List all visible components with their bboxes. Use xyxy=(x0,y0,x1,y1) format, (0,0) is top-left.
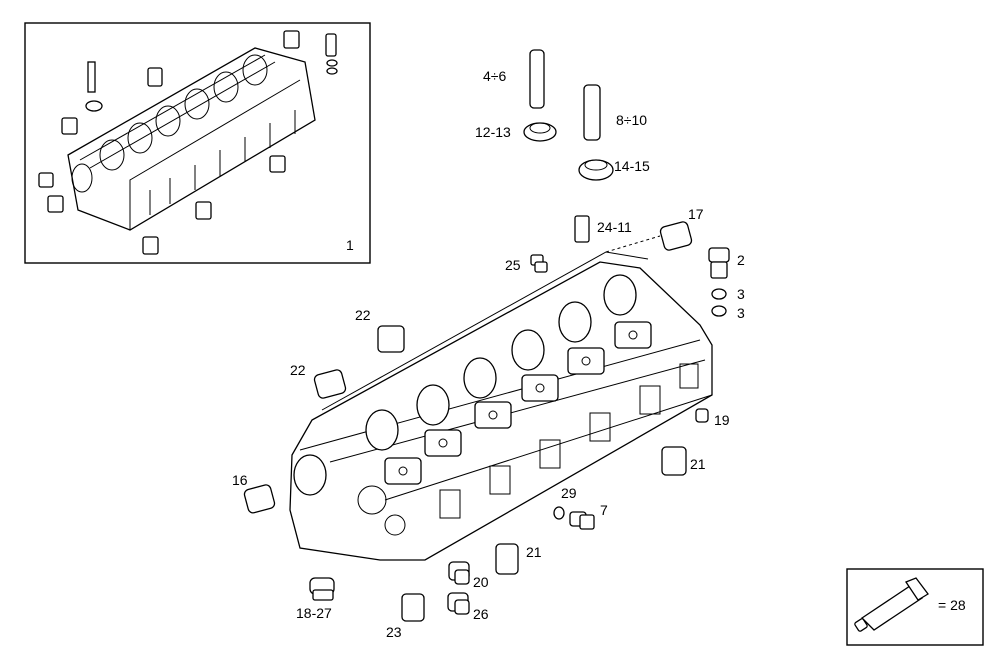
part-plug-26 xyxy=(447,592,470,615)
callout-7: 7 xyxy=(600,502,608,518)
callout-3b: 3 xyxy=(737,305,745,321)
part-bushing-22b xyxy=(313,369,347,399)
callout-26: 26 xyxy=(473,606,489,622)
callout-29: 29 xyxy=(561,485,577,501)
part-bushing-16 xyxy=(243,484,276,514)
part-bushing-21b xyxy=(495,543,519,575)
callout-3a: 3 xyxy=(737,286,745,302)
part-o-ring-b xyxy=(711,305,727,317)
sealant-tube-icon xyxy=(854,577,929,632)
injector-pads xyxy=(384,321,652,485)
callout-2: 2 xyxy=(737,252,745,268)
callout-22b: 22 xyxy=(290,362,306,378)
callout-4-6: 4÷6 xyxy=(483,68,506,84)
part-seat-ring-large xyxy=(578,159,614,181)
callout-21a: 21 xyxy=(690,456,706,472)
callout-labels: 4÷6 8÷10 12-13 14-15 24-11 17 25 2 3 3 2… xyxy=(232,68,745,640)
callout-17: 17 xyxy=(688,206,704,222)
callout-25: 25 xyxy=(505,257,521,273)
callout-16: 16 xyxy=(232,472,248,488)
part-plug-25 xyxy=(530,254,548,273)
part-nozzle-holder xyxy=(708,247,730,279)
part-washer-29 xyxy=(553,506,565,520)
callout-14-15: 14-15 xyxy=(614,158,650,174)
callout-21b: 21 xyxy=(526,544,542,560)
part-seat-ring-small xyxy=(523,122,557,142)
part-plug-20 xyxy=(448,561,470,585)
part-bushing-22a xyxy=(377,325,405,353)
callout-12-13: 12-13 xyxy=(475,124,511,140)
assembly-inset: 1 xyxy=(24,22,371,264)
inset-label: 1 xyxy=(346,237,354,253)
part-plug-18-27 xyxy=(309,577,335,601)
part-sleeve xyxy=(574,215,590,243)
callout-19: 19 xyxy=(714,412,730,428)
callout-22a: 22 xyxy=(355,307,371,323)
callout-8-10: 8÷10 xyxy=(616,112,647,128)
callout-24-11: 24-11 xyxy=(597,219,632,235)
callout-23: 23 xyxy=(386,624,402,640)
cylinder-head xyxy=(289,235,713,561)
part-o-ring-a xyxy=(711,288,727,300)
inset-cylinder-head xyxy=(67,47,316,231)
loose-parts xyxy=(243,49,730,622)
part-bushing-21a xyxy=(661,446,687,476)
sealant-legend-label: = 28 xyxy=(938,597,966,613)
part-guide-pin-long xyxy=(583,84,601,141)
part-guide-pin-short xyxy=(529,49,545,109)
part-plug-19 xyxy=(695,408,709,423)
side-ports xyxy=(439,363,699,519)
sealant-legend: = 28 xyxy=(846,568,984,646)
callout-18-27: 18-27 xyxy=(296,605,332,621)
part-bushing-23 xyxy=(401,593,425,622)
part-bushing-17 xyxy=(659,221,693,251)
part-plug-7 xyxy=(569,511,595,530)
callout-20: 20 xyxy=(473,574,489,590)
inset-parts xyxy=(38,30,338,255)
